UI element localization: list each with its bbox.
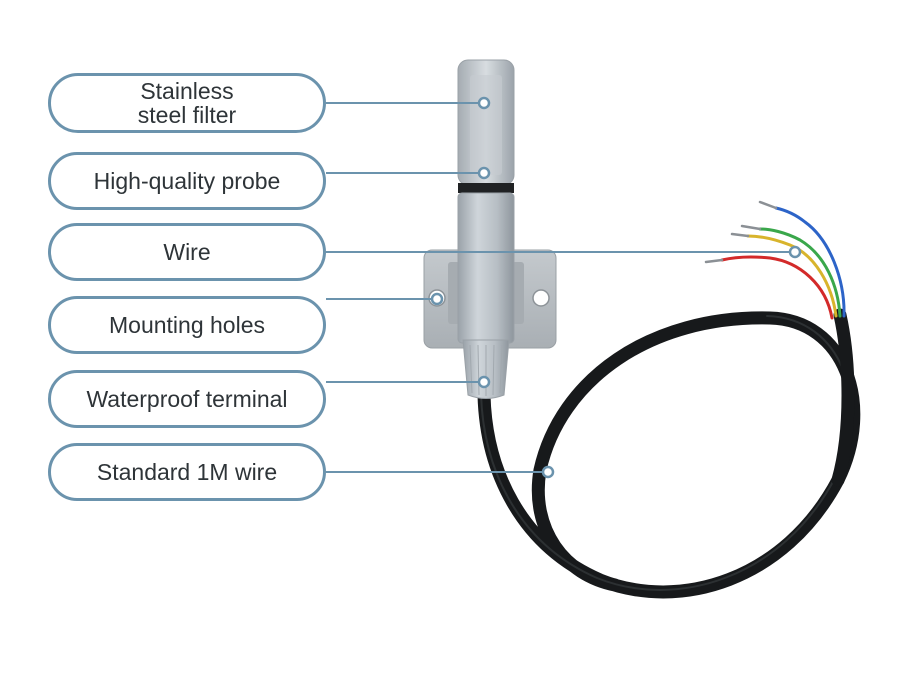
callout-label: Mounting holes [109,312,265,338]
cable [477,308,861,599]
probe-band [458,183,514,193]
wire-green [758,227,842,318]
callout-label: Stainless steel filter [137,78,237,128]
callout-label: High-quality probe [93,168,281,194]
leader-lines [326,96,802,479]
callout-label: Standard 1M wire [96,459,278,485]
callout-wire: Wire [48,223,326,281]
wire-yellow [746,234,838,318]
callout-mounting-holes: Mounting holes [48,296,326,354]
callout-standard-1m-wire: Standard 1M wire [48,443,326,501]
mounting-hole-right [532,289,550,307]
callout-label: Waterproof terminal [86,386,288,412]
terminal-red [704,258,724,264]
terminal-yellow [730,232,750,238]
terminal-green [740,224,762,231]
callout-waterproof-terminal: Waterproof terminal [48,370,326,428]
terminal-blue [758,200,778,210]
callout-stainless-steel-filter: Stainless steel filter [48,73,326,133]
probe-tube [457,192,515,344]
wire-red [720,255,834,320]
colored-wires [704,200,846,320]
probe [457,59,515,399]
callout-high-quality-probe: High-quality probe [48,152,326,210]
callout-label: Wire [163,239,211,265]
wire-blue [774,206,846,318]
